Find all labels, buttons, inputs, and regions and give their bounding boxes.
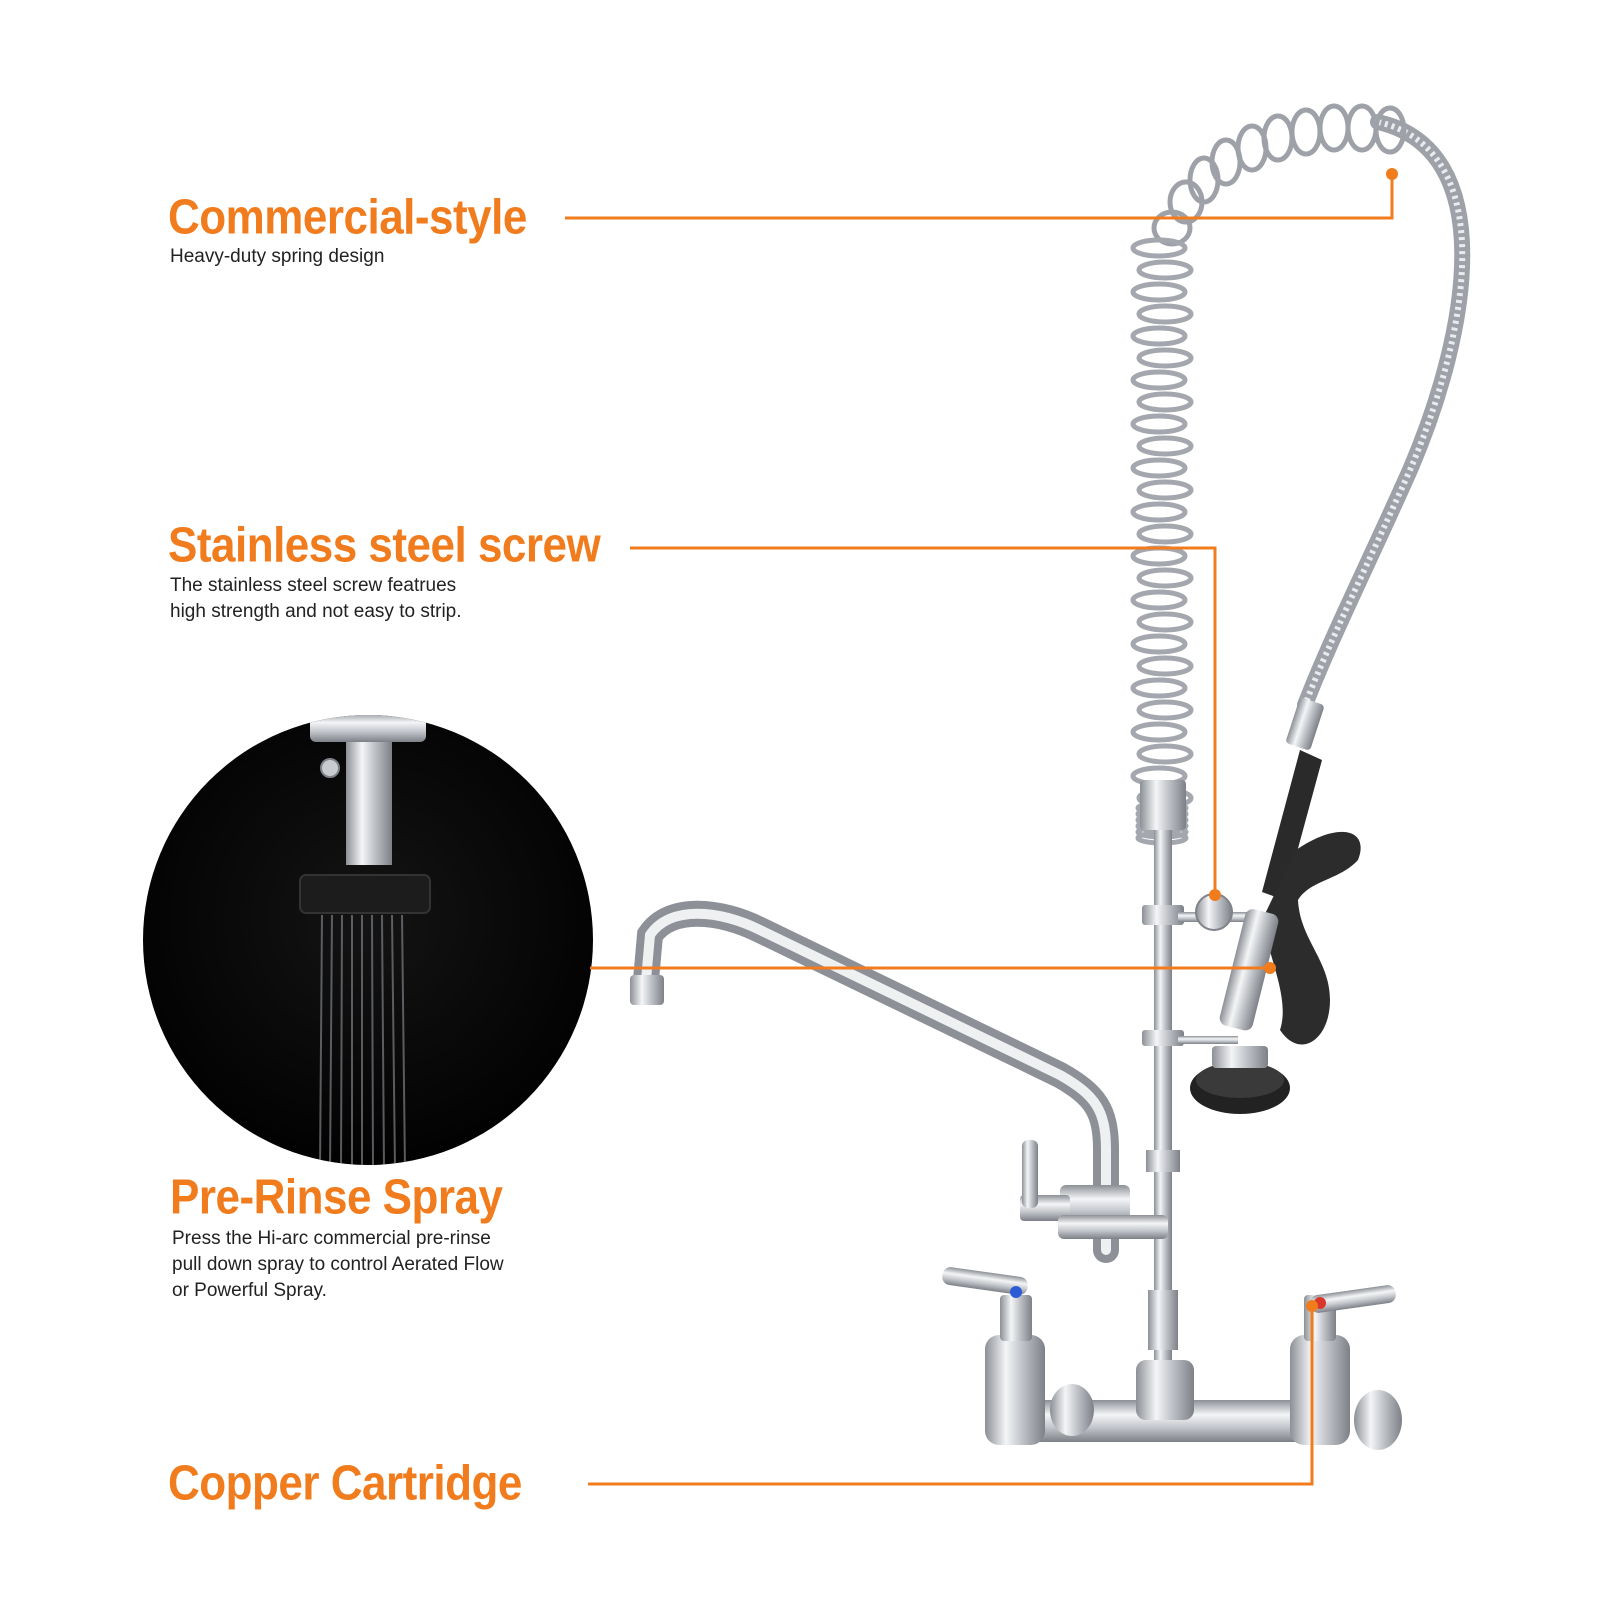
spring-coil-loop	[1130, 413, 1188, 435]
feature-description-pre-rinse-spray: Press the Hi-arc commercial pre-rinse pu…	[172, 1226, 504, 1304]
spring-coil-loop	[1136, 567, 1194, 589]
flexible-hose	[1297, 114, 1471, 713]
description-line: Heavy-duty spring design	[170, 246, 385, 267]
description-line: or Powerful Spray.	[172, 1280, 327, 1301]
feature-title-pre-rinse-spray: Pre-Rinse Spray	[170, 1170, 503, 1225]
spring-coil-loop	[1136, 435, 1194, 457]
description-line: Press the Hi-arc commercial pre-rinse	[172, 1228, 491, 1249]
spring-coil-loop	[1130, 457, 1188, 479]
callout-lines	[565, 174, 1394, 1486]
spring-coil-loop	[1136, 391, 1194, 413]
description-line: pull down spray to control Aerated Flow	[172, 1254, 504, 1275]
spring-coil-loop	[1130, 721, 1188, 743]
spring-coil-loop	[1130, 325, 1188, 347]
feature-description-commercial-style: Heavy-duty spring design	[170, 244, 384, 270]
spring-coil-loop	[1130, 633, 1188, 655]
description-line: high strength and not easy to strip.	[170, 601, 462, 622]
spring-coil-loop	[1136, 347, 1194, 369]
feature-title-stainless-steel-screw: Stainless steel screw	[168, 518, 601, 573]
spring-coil-loop	[1130, 237, 1188, 259]
wall-mount-base	[942, 1267, 1402, 1450]
spring-coil-loop	[1136, 303, 1194, 325]
spring-coil-loop	[1136, 699, 1194, 721]
spring-coil-loop	[1136, 523, 1194, 545]
spring-coil-loop	[1130, 501, 1188, 523]
spring-coil-loop	[1136, 611, 1194, 633]
feature-title-commercial-style: Commercial-style	[168, 190, 527, 245]
spring-coil-loop	[1136, 655, 1194, 677]
spring-coil	[1130, 237, 1194, 846]
description-line: The stainless steel screw featrues	[170, 575, 457, 596]
spring-coil-loop	[1130, 589, 1188, 611]
spring-top-coil	[1151, 103, 1407, 247]
spring-coil-loop	[1130, 369, 1188, 391]
swing-spout	[633, 900, 1119, 1263]
feature-description-stainless-steel-screw: The stainless steel screw featrues high …	[170, 573, 462, 625]
spring-coil-loop	[1130, 545, 1188, 567]
spray-head	[1190, 698, 1361, 1114]
spring-coil-loop	[1136, 259, 1194, 281]
spring-coil-loop	[1130, 677, 1188, 699]
spring-coil-loop	[1136, 479, 1194, 501]
riser-pipe	[1154, 820, 1172, 1380]
feature-title-copper-cartridge: Copper Cartridge	[168, 1456, 522, 1511]
spring-coil-loop	[1136, 743, 1194, 765]
spray-head-closeup-illustration	[143, 715, 593, 1165]
spring-coil-loop	[1130, 281, 1188, 303]
callout-dots	[1209, 168, 1398, 1312]
